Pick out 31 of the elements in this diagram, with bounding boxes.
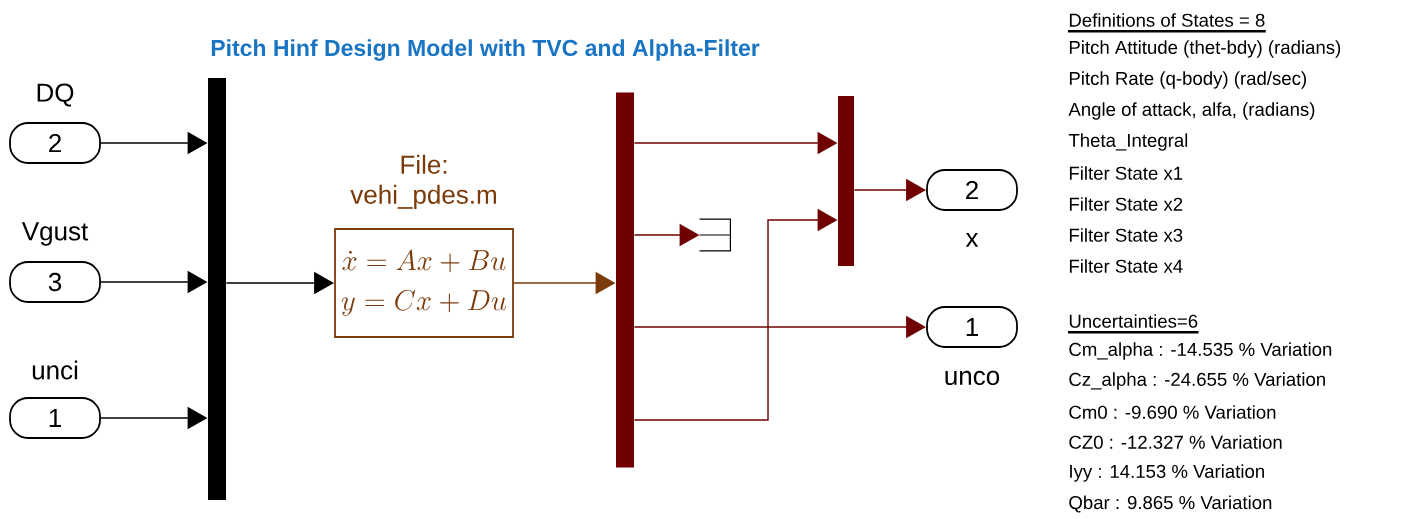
port-block: 1 xyxy=(926,306,1018,348)
port-block: 2 xyxy=(9,122,101,164)
list-item: Cm0 : -9.690 % Variation xyxy=(1069,405,1276,419)
list-item: Pitch Rate (q-body) (rad/sec) xyxy=(1069,71,1306,89)
list-item: Cz_alpha : -24.655 % Variation xyxy=(1069,372,1325,390)
list-item: Angle of attack, alfa, (radians) xyxy=(1068,102,1315,120)
port-label: DQ xyxy=(37,83,74,107)
list-heading: Uncertainties=6 xyxy=(1068,314,1199,334)
list-item: Pitch Attitude (thet-bdy) (radians) xyxy=(1069,40,1341,58)
port-block: 1 xyxy=(9,397,101,439)
terminator-symbol xyxy=(699,218,731,252)
port-block: 3 xyxy=(9,261,101,303)
block-heading: File: vehi_pdes.m xyxy=(350,154,496,210)
list-item: Qbar : 9.865 % Variation xyxy=(1069,495,1272,513)
title: Pitch Hinf Design Model with TVC and Alpha-Filter xyxy=(211,39,760,61)
list-heading: Definitions of States = 8 xyxy=(1068,13,1266,33)
port-label: unco xyxy=(945,370,1000,386)
list-item: Filter State x4 xyxy=(1069,259,1183,273)
bus-bar xyxy=(616,92,634,468)
port-block: 2 xyxy=(926,169,1018,211)
list-item: Theta_Integral xyxy=(1068,133,1188,151)
port-label: x xyxy=(965,233,979,247)
list-item: CZ0 : -12.327 % Variation xyxy=(1069,435,1282,449)
list-item: Cm_alpha : -14.535 % Variation xyxy=(1069,342,1332,360)
state-space-block: $\dot{x} = Ax + Bu$ $y = Cx + Du$ xyxy=(334,228,514,338)
list-item: Iyy : 14.153 % Variation xyxy=(1070,464,1264,482)
list-item: Filter State x2 xyxy=(1069,197,1183,211)
port-label: unci xyxy=(32,360,78,380)
port-label: Vgust xyxy=(21,222,89,246)
list-item: Filter State x3 xyxy=(1069,228,1183,242)
list-item: Filter State x1 xyxy=(1069,166,1183,180)
